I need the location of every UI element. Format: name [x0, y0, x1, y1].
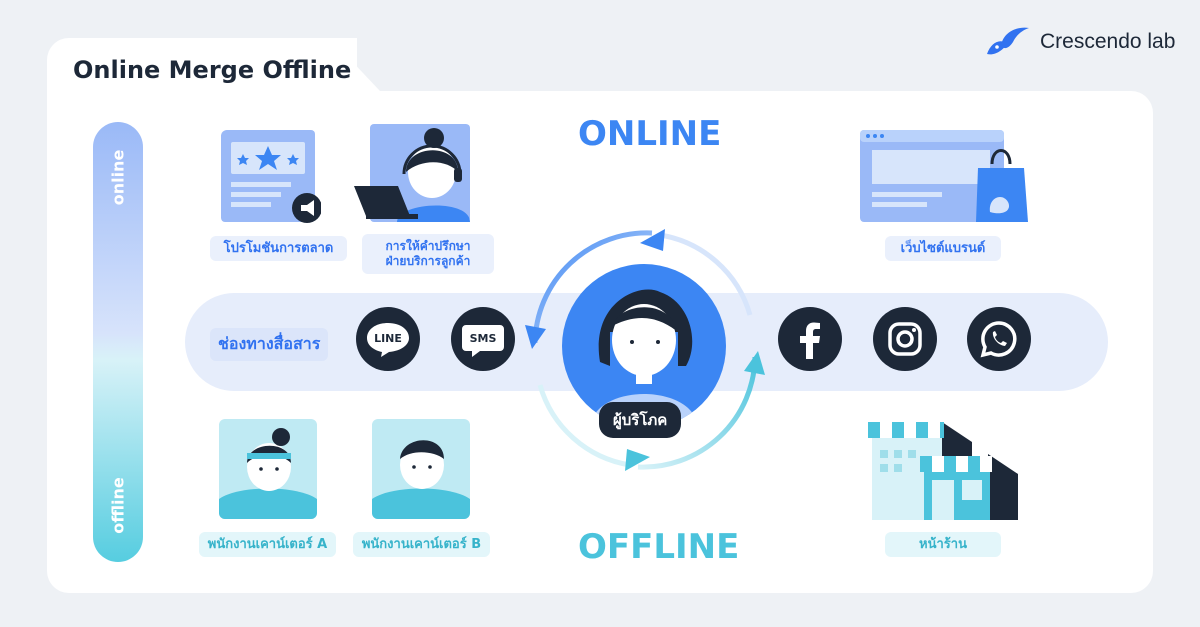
- storefront-label: หน้าร้าน: [885, 532, 1001, 557]
- side-offline-label: offline: [108, 477, 128, 534]
- brand-website-icon: [860, 130, 1028, 222]
- page-title: Online Merge Offline: [73, 56, 352, 84]
- whatsapp-icon: [967, 307, 1031, 371]
- counter-staff-b-label: พนักงานเคาน์เตอร์ B: [353, 532, 490, 557]
- sms-icon: SMS: [451, 307, 515, 371]
- customer-service-label-line2: ฝ่ายบริการลูกค้า: [385, 254, 471, 268]
- cycle-arrows-icon: [525, 229, 765, 471]
- brand-website-label: เว็บไซต์แบรนด์: [885, 236, 1001, 261]
- counter-staff-a-label: พนักงานเคาน์เตอร์ A: [199, 532, 336, 557]
- sms-text: SMS: [470, 332, 497, 345]
- channel-label: ช่องทางสื่อสาร: [210, 328, 329, 361]
- promotion-label: โปรโมชันการตลาด: [210, 236, 347, 261]
- storefront-icon: [868, 422, 1018, 520]
- customer-service-icon: [354, 124, 470, 222]
- brand-name: Crescendo lab: [1040, 30, 1176, 53]
- online-heading: ONLINE: [578, 114, 722, 154]
- facebook-icon: [778, 307, 842, 371]
- consumer-label: ผู้บริโภค: [599, 402, 682, 438]
- crescendo-logo-icon: [983, 24, 1033, 64]
- counter-staff-b-icon: [372, 419, 470, 519]
- promotion-icon: [221, 130, 321, 223]
- side-online-label: online: [108, 149, 128, 206]
- online-offline-scale: [93, 122, 143, 562]
- customer-service-label-line1: การให้คำปรึกษา: [385, 239, 471, 253]
- title-tab-slant: [330, 38, 380, 91]
- instagram-icon: [873, 307, 937, 371]
- customer-service-label: การให้คำปรึกษา ฝ่ายบริการลูกค้า: [362, 234, 494, 274]
- line-text: LINE: [374, 332, 402, 345]
- counter-staff-a-icon: [219, 419, 317, 519]
- line-icon: LINE: [356, 307, 420, 371]
- offline-heading: OFFLINE: [578, 527, 740, 567]
